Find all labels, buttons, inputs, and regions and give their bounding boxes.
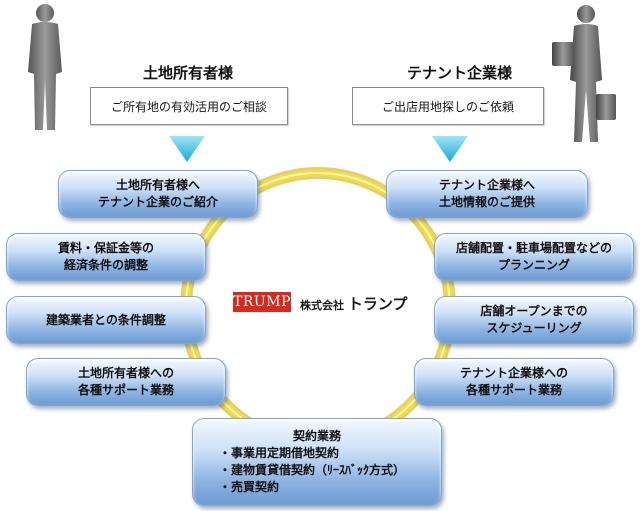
landowner-request-box: ご所有地の有効活用のご相談 [90, 87, 288, 125]
contract-item: ・事業用定期借地契約 [219, 446, 340, 460]
service-store-planning: 店舗配置・駐車場配置などの プランニング [434, 233, 634, 281]
service-line: 土地所有者様への [77, 366, 174, 380]
service-line: 店舗オープンまでの [480, 304, 588, 318]
service-line: 各種サポート業務 [465, 383, 562, 397]
company-main-name: トランプ [347, 295, 408, 313]
service-tenant-support: テナント企業様への 各種サポート業務 [414, 358, 614, 406]
businessman-silhouette-icon [552, 5, 616, 142]
service-intro-tenant: 土地所有者様へ テナント企業のご紹介 [58, 170, 258, 218]
contract-item: ・建物賃貸借契約（ﾘｰｽﾊﾞｯｸ方式） [219, 463, 406, 477]
service-schedule: 店舗オープンまでの スケジューリング [434, 296, 634, 344]
service-owner-support: 土地所有者様への 各種サポート業務 [26, 358, 226, 406]
service-line: 賃料・保証金等の [57, 241, 154, 255]
service-line: テナント企業様への [459, 366, 568, 380]
service-line: 建築業者との条件調整 [46, 312, 166, 327]
service-construction: 建築業者との条件調整 [6, 296, 206, 344]
service-line: 経済条件の調整 [63, 258, 148, 272]
service-line: スケジューリング [486, 321, 582, 335]
service-line: 店舗配置・駐車場配置などの [455, 241, 612, 255]
trump-logo: TRUMP [233, 292, 291, 312]
service-line: テナント企業のご紹介 [97, 195, 218, 209]
landowner-heading: 土地所有者様 [143, 64, 234, 82]
contract-title: 契約業務 [292, 429, 341, 443]
service-line: テナント企業様へ [438, 178, 535, 192]
service-line: プランニング [497, 258, 570, 272]
service-line: 土地情報のご提供 [438, 195, 535, 209]
service-land-info: テナント企業様へ 土地情報のご提供 [386, 170, 588, 218]
service-line: 各種サポート業務 [77, 383, 174, 397]
contract-item: ・売買契約 [219, 480, 280, 494]
person-silhouette-icon [28, 4, 62, 130]
company-name: 株式会社 トランプ [300, 293, 407, 314]
service-line: 土地所有者様へ [115, 178, 200, 192]
company-prefix: 株式会社 [300, 299, 344, 312]
down-arrow-icon [432, 136, 468, 162]
service-contract: 契約業務 ・事業用定期借地契約 ・建物賃貸借契約（ﾘｰｽﾊﾞｯｸ方式） ・売買契… [192, 418, 442, 506]
tenant-heading: テナント企業様 [407, 64, 513, 82]
service-rent-terms: 賃料・保証金等の 経済条件の調整 [6, 233, 206, 281]
down-arrow-icon [169, 136, 205, 162]
tenant-request-box: ご出店用地探しのご依頼 [352, 87, 544, 125]
